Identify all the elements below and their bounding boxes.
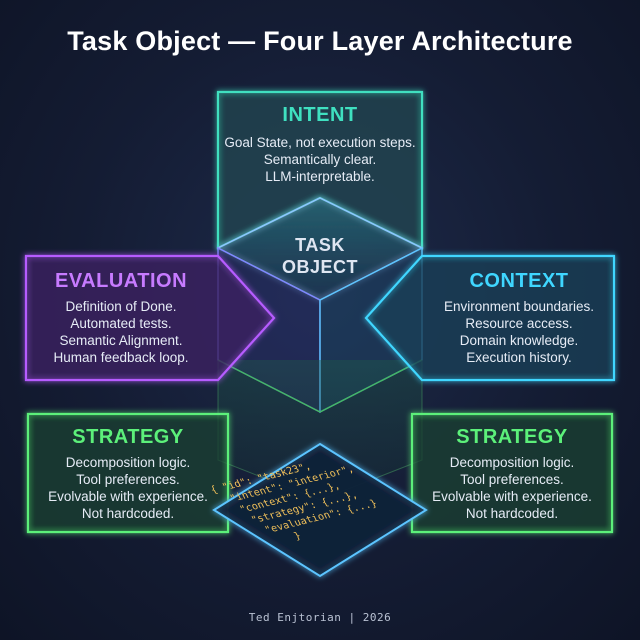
strategy-left-title: STRATEGY	[72, 426, 184, 448]
strategy-left-line: Not hardcoded.	[81, 506, 175, 521]
footer-credit: Ted Enjtorian | 2026	[248, 611, 392, 624]
page-title: Task Object — Four Layer Architecture	[67, 26, 573, 56]
strategy-left-panel	[26, 412, 230, 534]
context-panel	[364, 254, 616, 382]
evaluation-line: Semantic Alignment.	[59, 333, 183, 348]
context-line: Resource access.	[465, 316, 573, 331]
context-line: Execution history.	[466, 350, 572, 365]
intent-title: INTENT	[282, 104, 358, 126]
context-body: Environment boundaries. Resource access.…	[424, 298, 614, 366]
evaluation-panel	[24, 254, 276, 382]
evaluation-body: Definition of Done. Automated tests. Sem…	[26, 298, 216, 366]
strategy-right-line: Tool preferences.	[460, 472, 564, 487]
task-object-label: TASK OBJECT	[250, 234, 390, 278]
strategy-right-line: Evolvable with experience.	[432, 489, 592, 504]
evaluation-line: Human feedback loop.	[53, 350, 189, 365]
strategy-right-line: Not hardcoded.	[465, 506, 559, 521]
context-line: Environment boundaries.	[443, 299, 595, 314]
strategy-left-line: Decomposition logic.	[65, 455, 191, 470]
intent-line: Semantically clear.	[263, 152, 377, 167]
evaluation-title: EVALUATION	[54, 270, 188, 292]
strategy-left-line: Evolvable with experience.	[48, 489, 208, 504]
evaluation-line: Definition of Done.	[65, 299, 177, 314]
strategy-left-body: Decomposition logic. Tool preferences. E…	[28, 454, 228, 522]
task-object-line2: OBJECT	[281, 257, 358, 277]
context-line: Domain knowledge.	[459, 333, 579, 348]
strategy-right-title: STRATEGY	[456, 426, 568, 448]
strategy-left-line: Tool preferences.	[76, 472, 180, 487]
context-title: CONTEXT	[469, 270, 569, 292]
strategy-right-line: Decomposition logic.	[449, 455, 575, 470]
intent-body: Goal State, not execution steps. Semanti…	[200, 134, 440, 185]
json-code-card	[212, 442, 428, 578]
intent-line: LLM-interpretable.	[265, 169, 375, 184]
strategy-right-panel	[410, 412, 614, 534]
strategy-right-body: Decomposition logic. Tool preferences. E…	[412, 454, 612, 522]
evaluation-line: Automated tests.	[70, 316, 172, 331]
intent-line: Goal State, not execution steps.	[224, 135, 416, 150]
task-object-line1: TASK	[295, 235, 345, 255]
